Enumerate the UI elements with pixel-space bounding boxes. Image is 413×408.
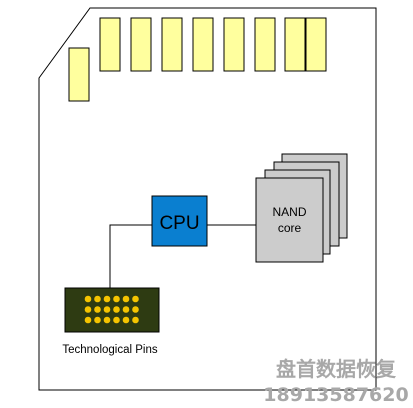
pin-dot: [103, 306, 111, 313]
pin-dot: [94, 306, 101, 313]
contact-pad: [284, 17, 306, 72]
pin-dot: [84, 295, 92, 303]
contact-pad: [192, 17, 214, 72]
pin-dot: [122, 316, 130, 324]
nand-label-line2: core: [278, 221, 302, 235]
pin-dot: [132, 295, 139, 303]
contact-pad: [305, 17, 327, 72]
technological-pins-board: [64, 287, 160, 333]
pin-dots: [84, 295, 139, 324]
contact-pad: [130, 17, 152, 72]
contact-pad: [223, 17, 245, 72]
connection-lines: [109, 224, 256, 288]
technological-pins-label: Technological Pins: [62, 344, 158, 356]
contact-pad: [68, 47, 90, 102]
nand-label-line1: NAND: [272, 205, 306, 219]
nand-core: [255, 177, 324, 263]
contact-pad: [254, 17, 276, 72]
pin-dot: [113, 316, 120, 324]
watermark-line2: 18913587620: [263, 384, 408, 406]
contact-pads: [68, 17, 327, 102]
contact-pad: [99, 17, 121, 72]
pin-dot: [103, 295, 111, 303]
cpu-label: CPU: [159, 213, 199, 234]
contact-pad: [161, 17, 183, 72]
pin-dot: [113, 295, 120, 303]
pin-dot: [113, 306, 120, 313]
pin-dot: [84, 316, 92, 324]
nand-stack: [255, 153, 348, 263]
pin-dot: [94, 316, 101, 324]
cpu-to-pins-line: [109, 224, 152, 288]
pin-dot: [103, 316, 111, 324]
pin-dot: [94, 295, 101, 303]
cpu-chip: [151, 195, 208, 247]
pin-dot: [84, 306, 92, 313]
pin-dot: [122, 306, 130, 313]
pin-dot: [132, 306, 139, 313]
pin-dot: [132, 316, 139, 324]
pin-dot: [122, 295, 130, 303]
watermark-line1: 盘首数据恢复: [276, 357, 397, 381]
